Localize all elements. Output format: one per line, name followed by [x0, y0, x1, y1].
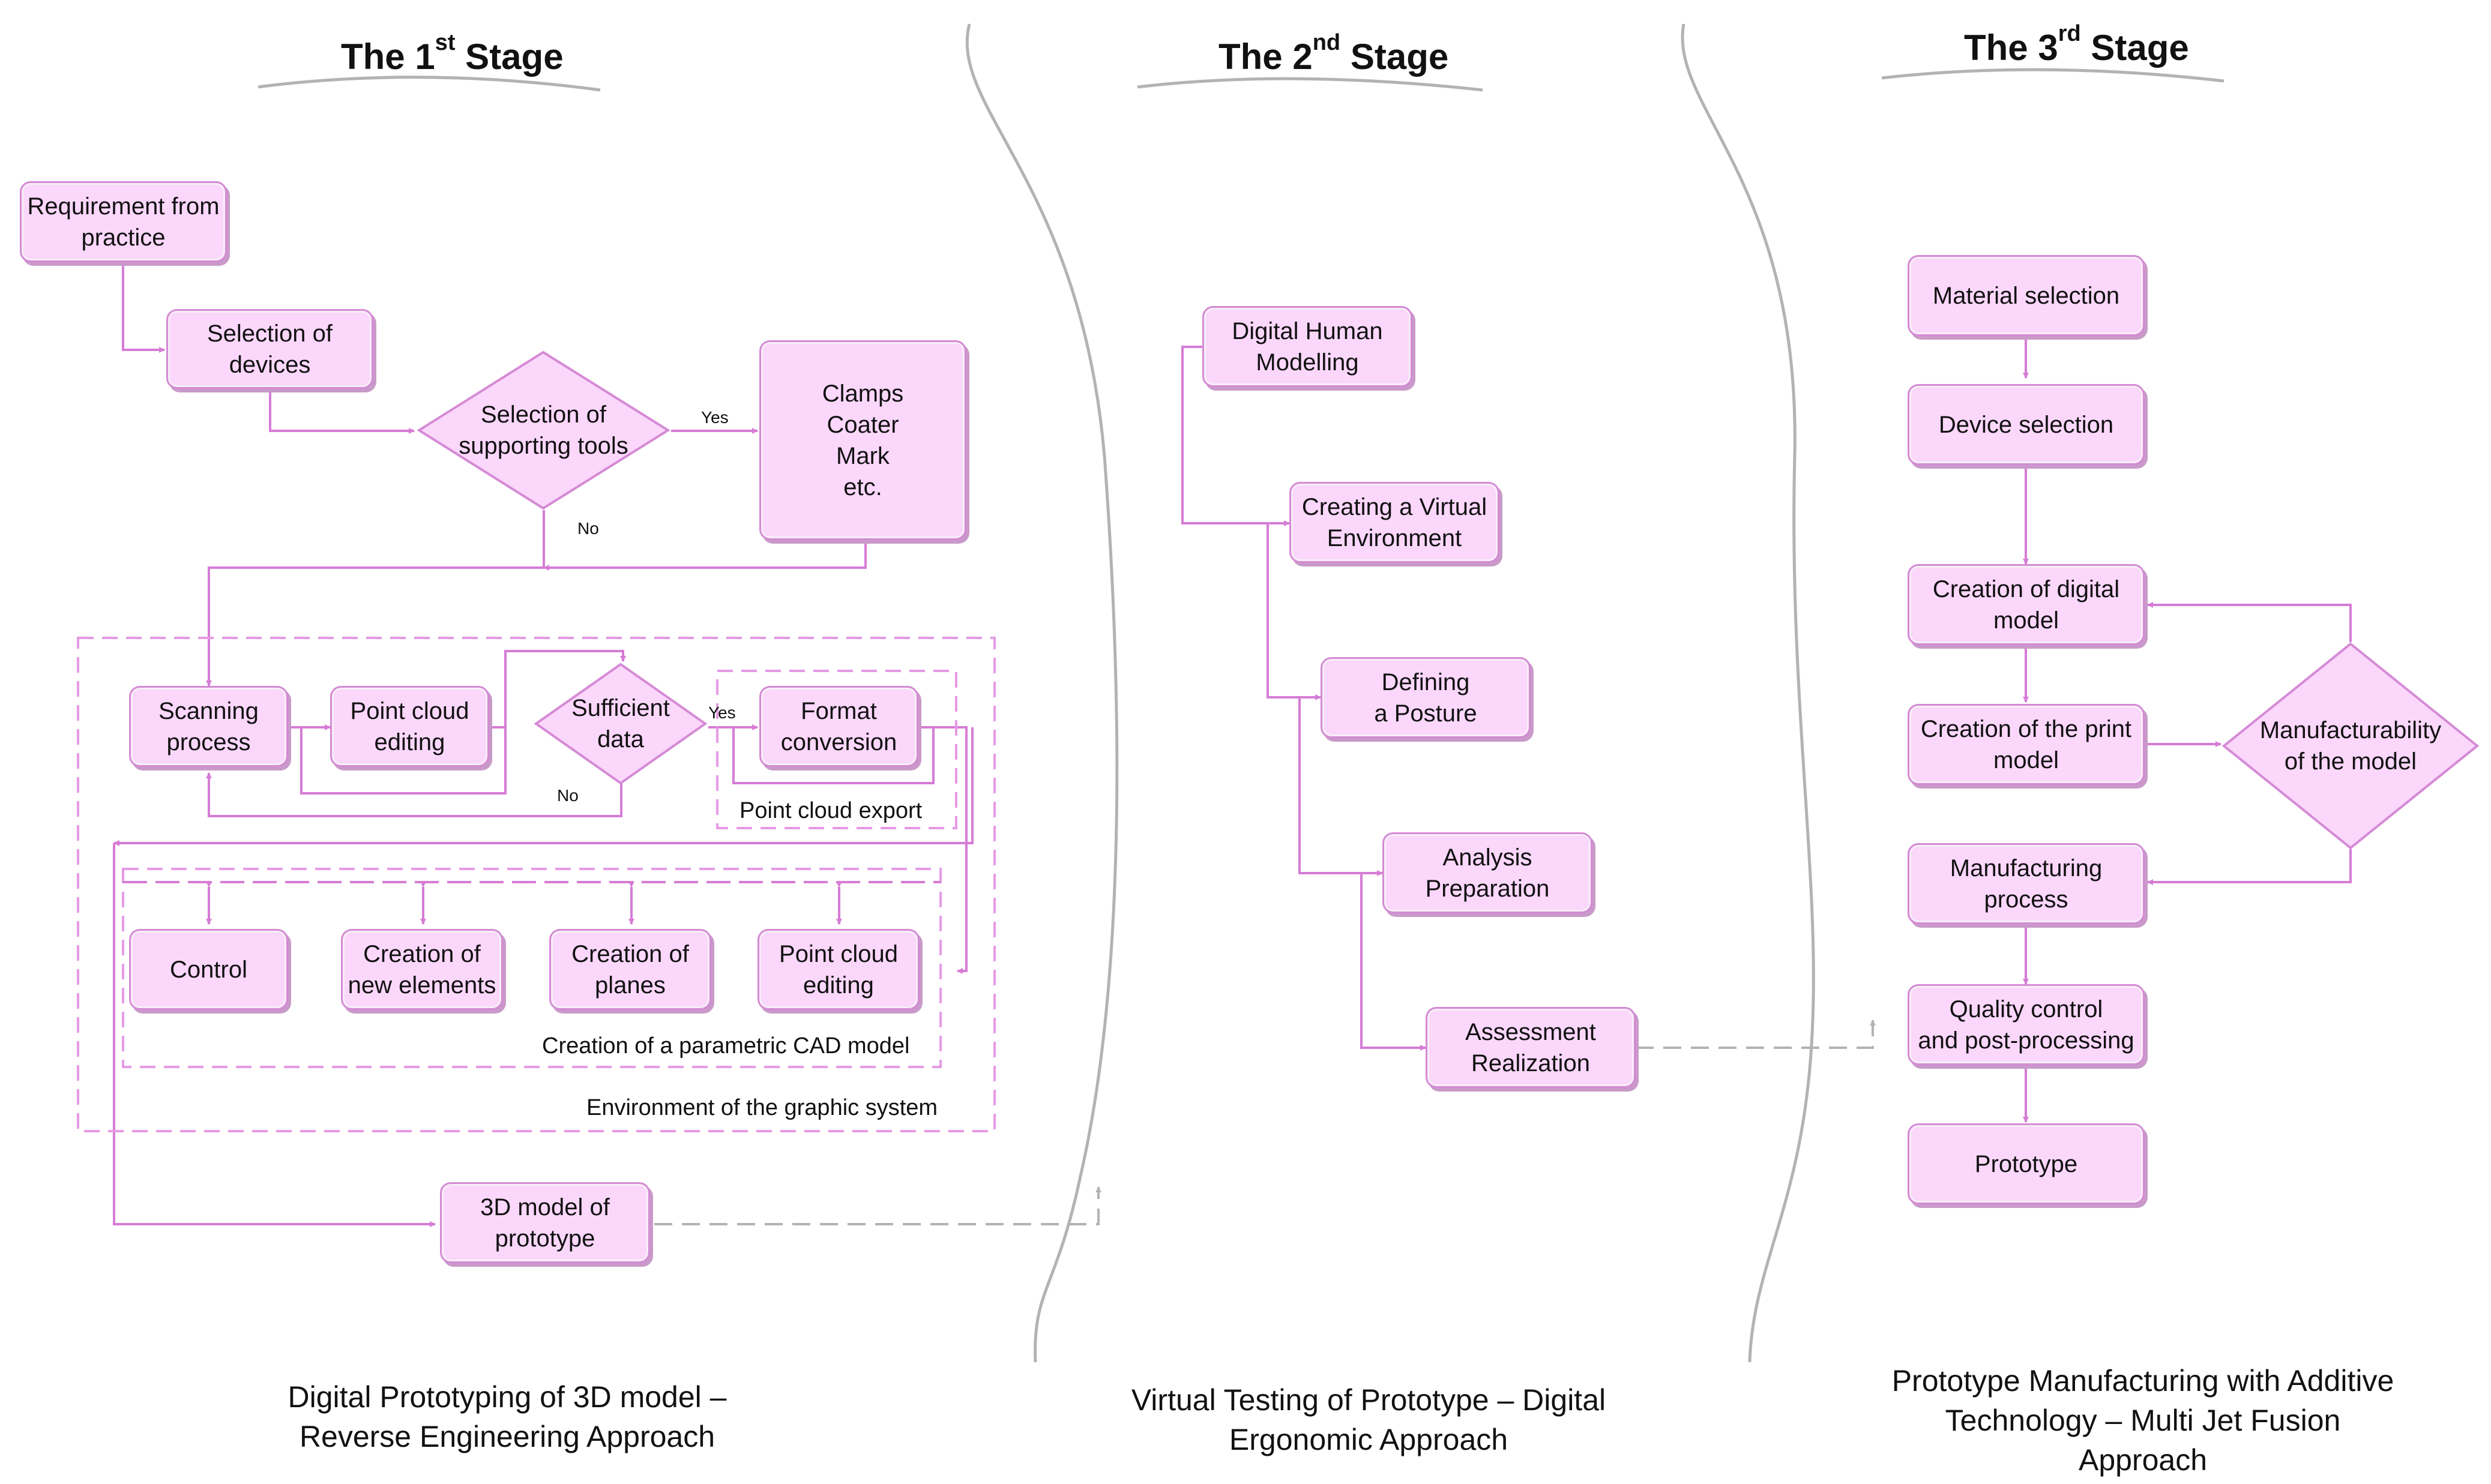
edge-manufacturability-to-manufacturing: [2147, 849, 2352, 885]
stage-1-caption: Digital Prototyping of 3D model – Revers…: [288, 1380, 727, 1453]
link-stage2-to-stage3: [1636, 1020, 1876, 1049]
scanning-process-box: Scanning process: [129, 686, 288, 767]
point-cloud-editing-box: Point cloud editing: [330, 686, 489, 767]
title-underline-2: [1137, 77, 1483, 92]
edge-dhm-to-virtual: [1181, 346, 1290, 526]
manufacturability-decision: Manufacturability of the model: [2221, 641, 2480, 851]
manufacturing-process-box: Manufacturing process: [1908, 843, 2145, 924]
edge-editing-loop: [300, 727, 507, 795]
digital-model-box: Creation of digital model: [1908, 564, 2145, 645]
selection-devices-box: Selection of devices: [166, 309, 373, 389]
edge-sufficient-no: [206, 772, 622, 817]
edge-to-cad-group: [113, 727, 974, 846]
no-label-tools: No: [577, 519, 599, 538]
stage-divider-1: [965, 23, 1119, 1363]
virtual-environment-box: Creating a Virtual Environment: [1289, 482, 1499, 563]
3d-model-box: 3D model of prototype: [440, 1182, 650, 1263]
no-label-sufficient: No: [557, 786, 579, 805]
supporting-tools-decision: Selection of supporting tools: [416, 349, 671, 511]
assessment-realization-box: Assessment Realization: [1426, 1007, 1636, 1088]
stage-3-title: The 3rd Stage: [1964, 21, 2189, 68]
prototype-box: Prototype: [1908, 1123, 2145, 1204]
defining-posture-box: Defining a Posture: [1321, 657, 1531, 738]
cad-model-frame: [122, 868, 942, 1068]
edge-analysis-to-assessment: [1360, 873, 1426, 1051]
environment-frame: [77, 637, 996, 1132]
new-elements-box: Creation of new elements: [341, 929, 503, 1010]
edge-virtual-to-posture: [1267, 523, 1321, 700]
edge-devices-to-tools: [269, 390, 415, 434]
stage-2-caption: Virtual Testing of Prototype – Digital E…: [1131, 1383, 1606, 1456]
edge-requirement-to-devices: [122, 263, 165, 353]
stage-2-title: The 2nd Stage: [1218, 30, 1449, 77]
print-model-box: Creation of the print model: [1908, 704, 2145, 785]
analysis-preparation-box: Analysis Preparation: [1382, 832, 1592, 913]
yes-label-tools: Yes: [701, 408, 729, 427]
sufficient-data-decision: Sufficient data: [533, 661, 708, 786]
edge-format-to-cad: [921, 726, 968, 974]
stage-3-caption: Prototype Manufacturing with Additive Te…: [1891, 1364, 2394, 1477]
title-underline-1: [258, 76, 601, 92]
control-box: Control: [129, 929, 288, 1010]
environment-label: Environment of the graphic system: [586, 1095, 938, 1120]
device-selection-box: Device selection: [1908, 384, 2145, 465]
cad-model-label: Creation of a parametric CAD model: [542, 1033, 910, 1059]
material-selection-box: Material selection: [1908, 255, 2145, 336]
stage-1-title: The 1st Stage: [341, 30, 564, 77]
title-underline-3: [1881, 68, 2224, 83]
yes-label-sufficient: Yes: [708, 703, 736, 722]
format-conversion-box: Format conversion: [759, 686, 918, 767]
point-cloud-editing-2-box: Point cloud editing: [758, 929, 920, 1010]
requirement-box: Requirement from practice: [20, 181, 227, 262]
edge-clamps-return: [543, 540, 867, 571]
edge-posture-to-analysis: [1298, 697, 1383, 876]
stage-divider-2: [1681, 23, 1815, 1363]
edge-manufacturability-back: [2147, 602, 2352, 642]
edge-left-bus: [113, 843, 436, 1227]
planes-box: Creation of planes: [549, 929, 711, 1010]
link-stage1-to-stage2: [654, 1186, 1101, 1225]
digital-human-modelling-box: Digital Human Modelling: [1202, 306, 1412, 387]
clamps-box: Clamps Coater Mark etc.: [759, 340, 966, 540]
quality-control-box: Quality control and post-processing: [1908, 984, 2145, 1065]
point-cloud-export-frame: [716, 670, 957, 829]
edge-tools-no: [206, 510, 545, 686]
point-cloud-export-label: Point cloud export: [739, 798, 923, 823]
edge-editing-to-sufficient: [490, 650, 626, 728]
